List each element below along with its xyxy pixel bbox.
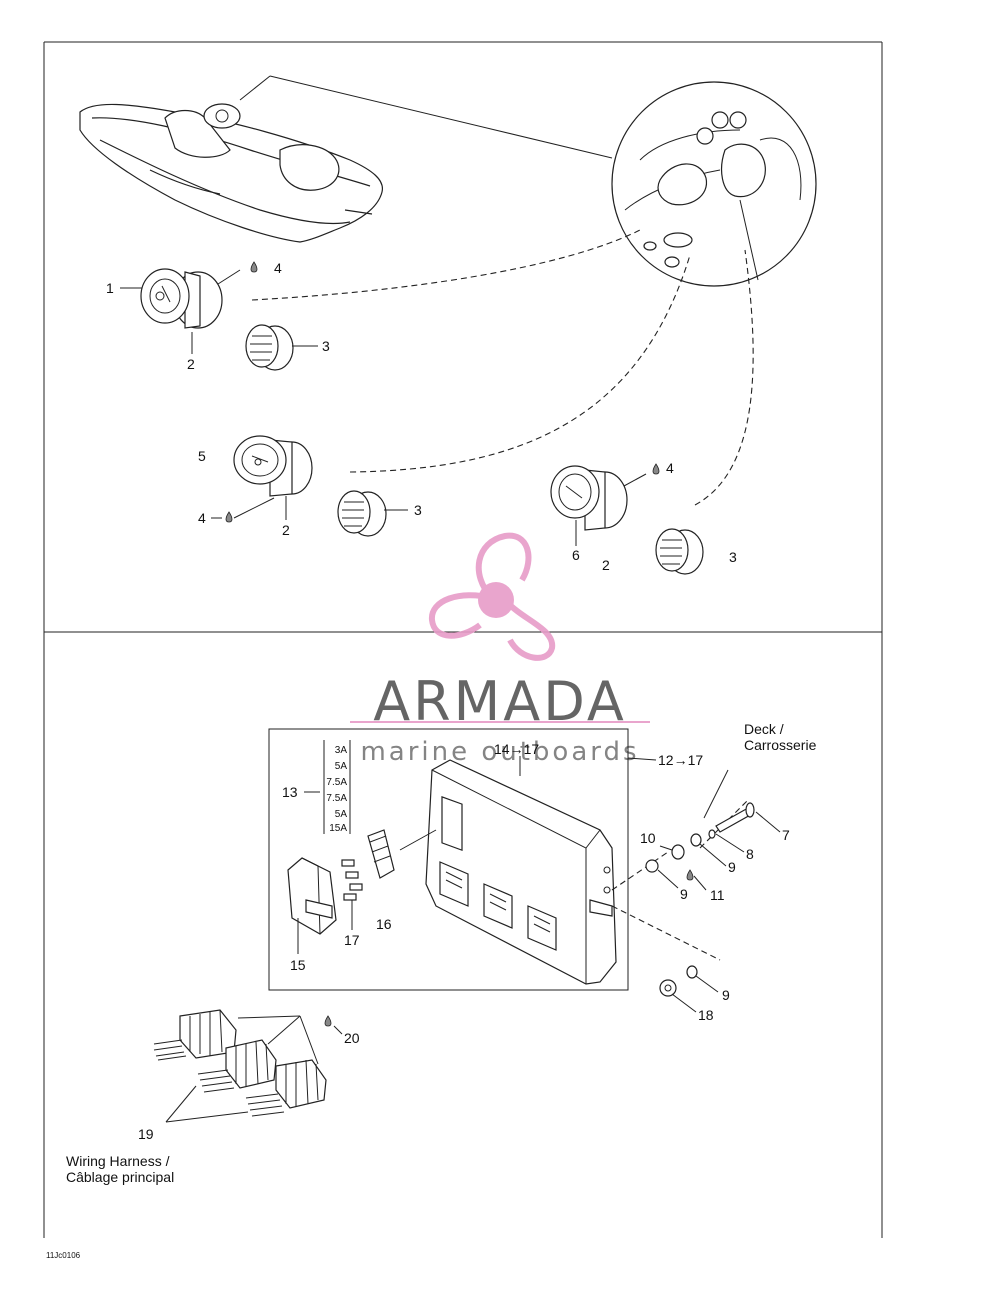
fuse-2: 7.5A — [326, 777, 347, 788]
deck-label-line2: Carrosserie — [744, 737, 817, 753]
drop-icon-1 — [250, 261, 258, 273]
connector-c — [245, 1059, 327, 1117]
callout-14-17: 14→17 — [494, 741, 539, 757]
fuse-holder-15 — [287, 857, 337, 935]
washer-8 — [708, 829, 716, 839]
callout-19: 19 — [138, 1126, 154, 1142]
adhesive-drop-icons — [225, 261, 660, 523]
module-inset-box — [268, 728, 629, 991]
callout-3c: 3 — [729, 549, 737, 565]
washer-9a — [690, 833, 702, 847]
drop-icon-11 — [686, 869, 694, 881]
callout-7: 7 — [782, 827, 790, 843]
callout-2c: 2 — [602, 557, 610, 573]
callout-20: 20 — [344, 1030, 360, 1046]
callout-9b: 9 — [680, 886, 688, 902]
washer-9b — [645, 859, 659, 873]
callout-1: 1 — [106, 280, 114, 296]
watermark-brand: ARMADA — [373, 670, 627, 733]
fuse-4: 5A — [335, 809, 348, 820]
callout-16: 16 — [376, 916, 392, 932]
callout-3b: 3 — [414, 502, 422, 518]
propeller-logo-icon — [428, 532, 556, 661]
fuse-list: 3A 5A 7.5A 7.5A 5A 15A — [304, 740, 351, 834]
callout-4b: 4 — [198, 510, 206, 526]
callout-9a: 9 — [728, 859, 736, 875]
callout-2b: 2 — [282, 522, 290, 538]
boat-illustration — [79, 75, 613, 243]
callout-2a: 2 — [187, 356, 195, 372]
leader-lines — [251, 229, 754, 506]
watermark-tagline: marine outboards — [360, 737, 639, 767]
callout-10: 10 — [640, 830, 656, 846]
callout-4c: 4 — [666, 460, 674, 476]
fuse-3: 7.5A — [326, 793, 347, 804]
fuse-5: 15A — [329, 823, 347, 834]
figure-code: 11Jc0106 — [46, 1251, 81, 1260]
connector-a — [153, 1009, 237, 1061]
fuses-17 — [341, 859, 363, 901]
top-callout-leaders — [120, 269, 647, 546]
gauge-5 — [233, 435, 313, 497]
armada-watermark: ARMADA marine outboards — [350, 532, 650, 767]
callout-3a: 3 — [322, 338, 330, 354]
callout-8: 8 — [746, 846, 754, 862]
callout-9c: 9 — [722, 987, 730, 1003]
gauge-6 — [550, 465, 628, 531]
nut-3-mid — [337, 490, 387, 537]
drop-icon-3 — [652, 463, 660, 475]
mounting-hardware — [645, 769, 781, 1013]
wiring-harness-connectors — [153, 1009, 343, 1123]
callout-15: 15 — [290, 957, 306, 973]
harness-label-line1: Wiring Harness / — [66, 1153, 170, 1169]
callout-13: 13 — [282, 784, 298, 800]
fuse-1: 5A — [335, 761, 348, 772]
callout-18: 18 — [698, 1007, 714, 1023]
nut-18 — [659, 979, 677, 997]
drop-icon-20 — [324, 1015, 332, 1027]
relay-16 — [367, 829, 437, 879]
drop-icon-2 — [225, 511, 233, 523]
spacer-10 — [671, 844, 685, 860]
callout-6: 6 — [572, 547, 580, 563]
callout-12-17: 12→17 — [658, 752, 703, 768]
nut-3-right — [655, 528, 704, 575]
connector-b — [197, 1039, 277, 1093]
gauge-1 — [140, 268, 223, 329]
callout-17: 17 — [344, 932, 360, 948]
electronic-module — [425, 759, 617, 985]
deck-label-line1: Deck / — [744, 721, 784, 737]
callout-5: 5 — [198, 448, 206, 464]
callout-4a: 4 — [274, 260, 282, 276]
callout-11: 11 — [710, 887, 725, 903]
dash-detail-circle — [611, 81, 817, 287]
harness-label-line2: Câblage principal — [66, 1169, 174, 1185]
nut-3-top — [245, 324, 294, 371]
washer-9c — [686, 965, 698, 979]
fuse-0: 3A — [335, 745, 348, 756]
